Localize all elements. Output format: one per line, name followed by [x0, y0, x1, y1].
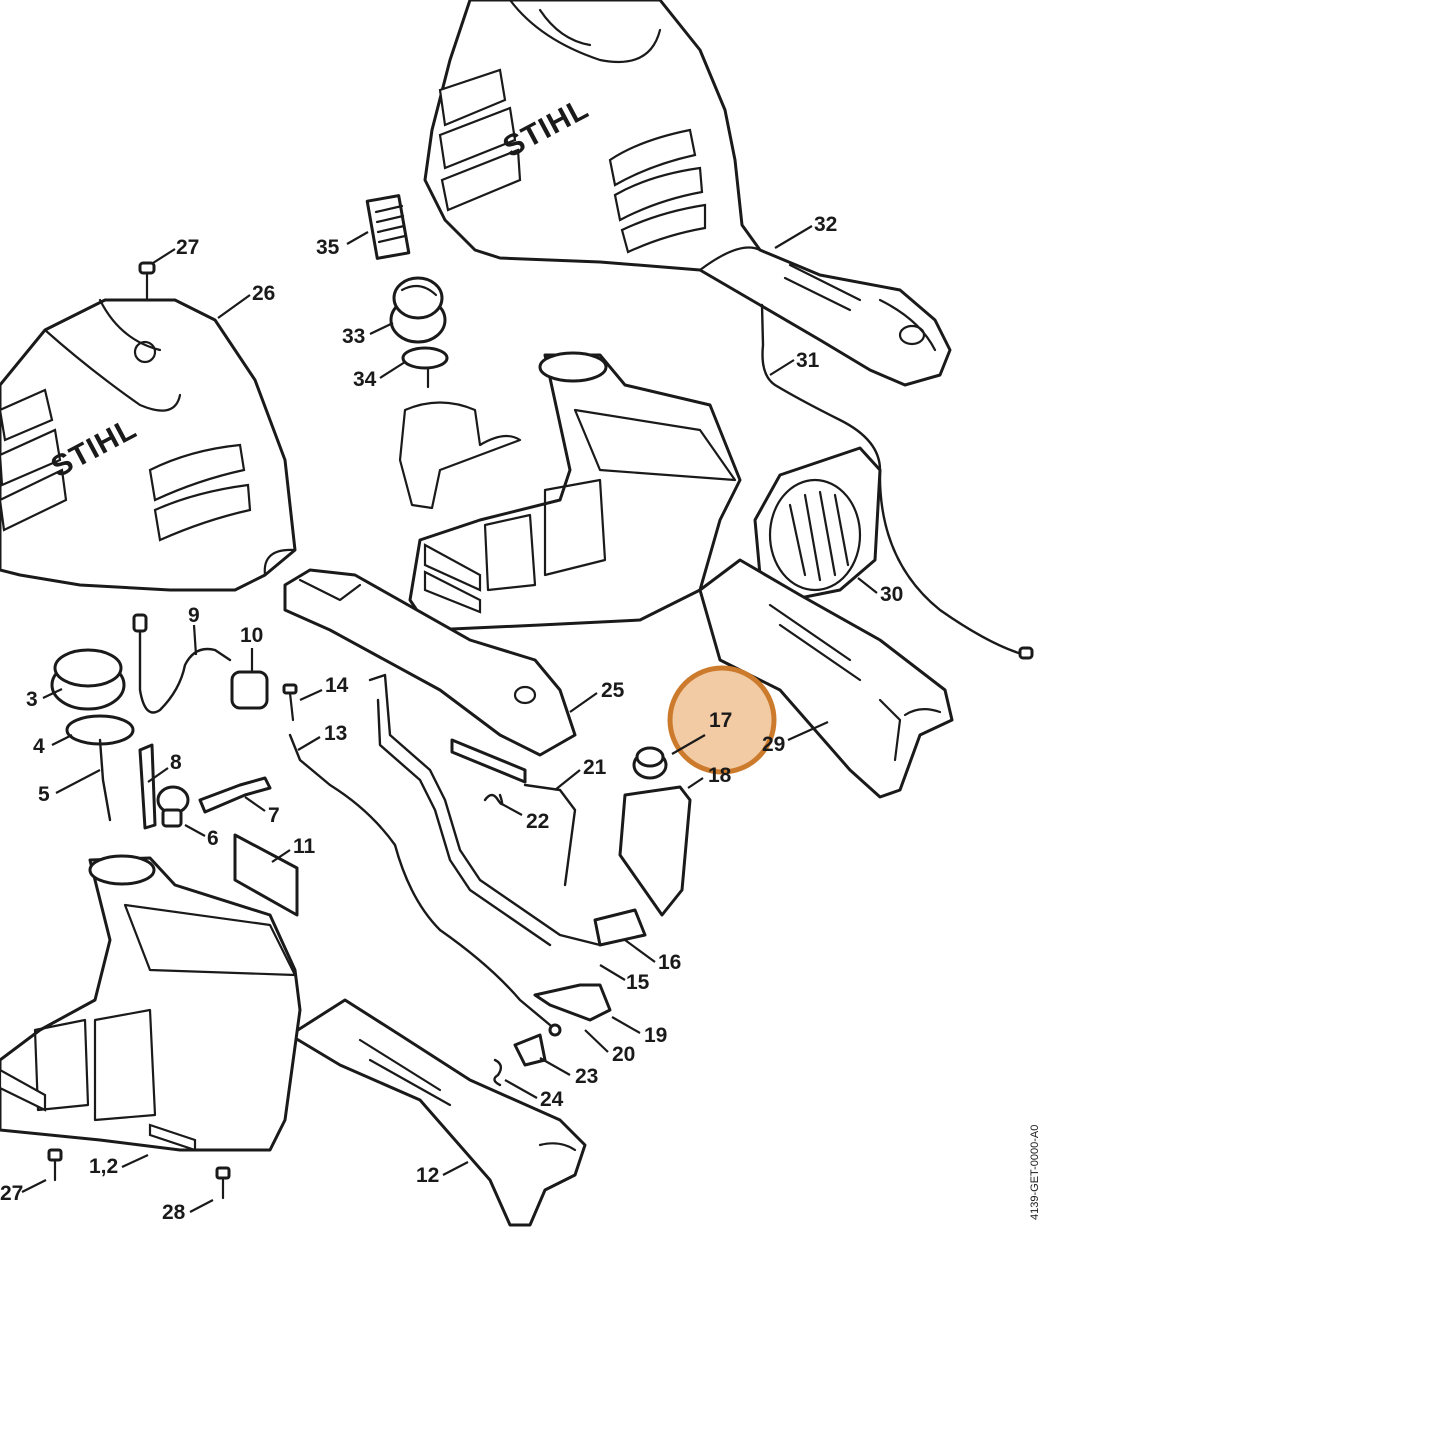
callout-18[interactable]: 18	[708, 764, 732, 787]
callout-27-top[interactable]: 27	[176, 236, 199, 259]
callout-14[interactable]: 14	[325, 674, 349, 697]
fan-cover-30[interactable]	[753, 446, 882, 602]
spring-22[interactable]	[483, 793, 504, 806]
callout-11[interactable]: 11	[293, 835, 316, 858]
handle-housing-12[interactable]	[288, 998, 587, 1227]
callout-15[interactable]: 15	[626, 971, 650, 994]
engine-cover-upper[interactable]: STIHL	[423, 0, 952, 387]
callout-27-bottom[interactable]: 27	[0, 1182, 23, 1205]
trigger-16[interactable]	[593, 908, 647, 947]
callout-3[interactable]: 3	[26, 688, 38, 711]
tank-cap-33[interactable]	[389, 276, 447, 344]
callout-24[interactable]: 24	[540, 1088, 564, 1111]
vent-grille-fan-housing	[423, 543, 482, 614]
washer-20[interactable]	[548, 1023, 562, 1037]
callout-30[interactable]: 30	[880, 583, 903, 606]
callout-28[interactable]: 28	[162, 1201, 186, 1224]
hose-8[interactable]	[138, 743, 157, 830]
tube-21[interactable]	[450, 738, 527, 784]
gasket-11[interactable]	[233, 833, 299, 917]
holder-18[interactable]	[618, 785, 692, 917]
vent-grille-lower	[0, 1068, 197, 1152]
callout-26[interactable]: 26	[252, 282, 275, 305]
callout-33[interactable]: 33	[342, 325, 365, 348]
screw-27-bottom[interactable]	[47, 1148, 63, 1182]
callout-25[interactable]: 25	[601, 679, 625, 702]
spring-24[interactable]	[493, 1058, 503, 1087]
callout-29[interactable]: 29	[762, 733, 785, 756]
screw-27-top[interactable]	[138, 261, 156, 300]
lever-23[interactable]	[513, 1033, 547, 1067]
document-id: 4139-GET-0000-A0	[1029, 1125, 1041, 1220]
cable-31-end	[1018, 646, 1034, 660]
vent-grille-upper-left	[438, 68, 522, 212]
callout-34[interactable]: 34	[353, 368, 377, 391]
callout-10[interactable]: 10	[240, 624, 263, 647]
valve-6[interactable]	[156, 785, 190, 828]
callout-35[interactable]: 35	[316, 236, 340, 259]
screw-28[interactable]	[215, 1166, 231, 1200]
callout-32[interactable]: 32	[814, 213, 837, 236]
callout-20[interactable]: 20	[612, 1043, 635, 1066]
callout-17[interactable]: 17	[709, 709, 732, 732]
callout-21[interactable]: 21	[583, 756, 607, 779]
callout-22[interactable]: 22	[526, 810, 549, 833]
callout-19[interactable]: 19	[644, 1024, 667, 1047]
fan-housing-lower[interactable]	[0, 854, 302, 1152]
callout-9[interactable]: 9	[188, 604, 200, 627]
label-35-hatch	[374, 204, 407, 244]
fuel-filter-10[interactable]	[230, 670, 269, 710]
leader-lines	[21, 225, 878, 1213]
lever-19[interactable]	[533, 983, 612, 1022]
callout-16[interactable]: 16	[658, 951, 681, 974]
o-ring-34[interactable]	[401, 346, 449, 370]
tank-cap-3[interactable]	[50, 648, 126, 711]
callout-12[interactable]: 12	[416, 1164, 439, 1187]
callout-8[interactable]: 8	[170, 751, 182, 774]
leader-17	[671, 734, 706, 755]
throttle-cable-31[interactable]	[760, 303, 1027, 657]
engine-cover-left[interactable]: STIHL	[0, 298, 297, 592]
fan-housing-center[interactable]	[408, 351, 742, 632]
callout-23[interactable]: 23	[575, 1065, 598, 1088]
callout-13[interactable]: 13	[324, 722, 347, 745]
callout-31[interactable]: 31	[796, 349, 820, 372]
callout-7[interactable]: 7	[268, 804, 280, 827]
rod-15[interactable]	[368, 673, 602, 947]
retainer-5[interactable]	[98, 738, 112, 822]
callout-4[interactable]: 4	[33, 735, 45, 758]
fan-cover-slots	[788, 490, 850, 582]
screw-14[interactable]	[282, 683, 298, 722]
tube-21-wire	[523, 783, 577, 887]
fuel-hose-9[interactable]	[138, 618, 232, 714]
highlight-part-17[interactable]	[667, 665, 777, 775]
rod-15-parallel	[376, 698, 552, 947]
vent-grille-upper-right	[608, 128, 707, 254]
vent-grille-left-cover	[0, 388, 252, 542]
callout-6[interactable]: 6	[207, 827, 219, 850]
tank-housing-ghost	[398, 401, 522, 510]
handle-housing-29[interactable]	[698, 558, 954, 799]
callout-5[interactable]: 5	[38, 783, 50, 806]
callout-labels: 27 26 35 32 33 34 31 30 9 10 3 4 5 8 7 6…	[0, 213, 903, 1224]
hose-7[interactable]	[198, 776, 272, 814]
handle-tube-25[interactable]	[283, 568, 577, 757]
cable-13[interactable]	[288, 733, 552, 1027]
button-17[interactable]	[632, 746, 668, 780]
fuel-hose-9-fitting	[132, 613, 148, 633]
callout-1-2[interactable]: 1,2	[89, 1155, 118, 1178]
